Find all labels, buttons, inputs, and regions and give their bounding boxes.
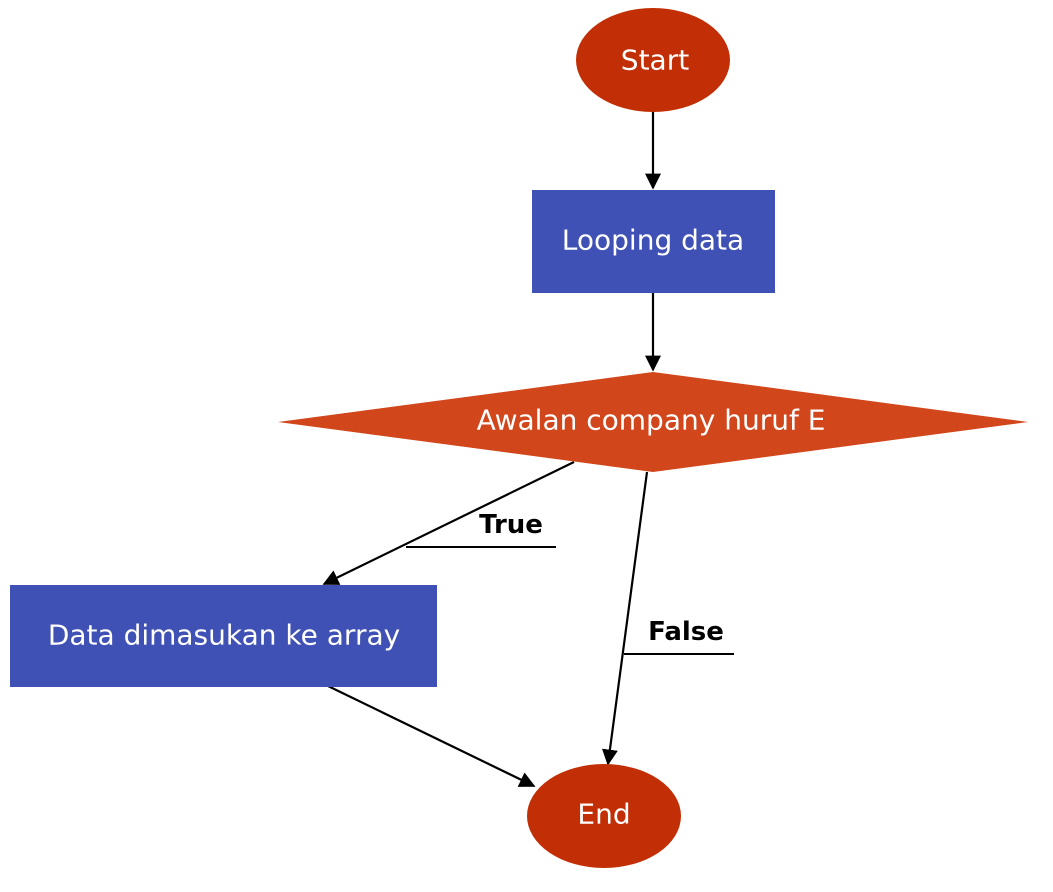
insert-array-node-label: Data dimasukan ke array bbox=[48, 619, 400, 652]
edge-decision-false bbox=[601, 471, 649, 766]
decision-node bbox=[278, 372, 1028, 472]
looping-data-node bbox=[532, 190, 775, 293]
looping-data-node-label: Looping data bbox=[562, 224, 744, 257]
end-node bbox=[527, 764, 681, 868]
nodes: Start Looping data Awalan company huruf … bbox=[10, 8, 1028, 868]
edge-labels: True False bbox=[406, 510, 734, 655]
start-node bbox=[576, 8, 730, 112]
edges bbox=[322, 112, 661, 787]
edge-label-false: False bbox=[648, 617, 724, 647]
end-node-label: End bbox=[577, 798, 630, 831]
edge-insert-to-end bbox=[327, 685, 536, 787]
edge-decision-true bbox=[322, 461, 575, 585]
insert-array-node bbox=[10, 585, 437, 687]
edge-label-true: True bbox=[479, 510, 543, 540]
start-node-label: Start bbox=[621, 44, 689, 77]
decision-node-label: Awalan company huruf E bbox=[477, 404, 826, 437]
